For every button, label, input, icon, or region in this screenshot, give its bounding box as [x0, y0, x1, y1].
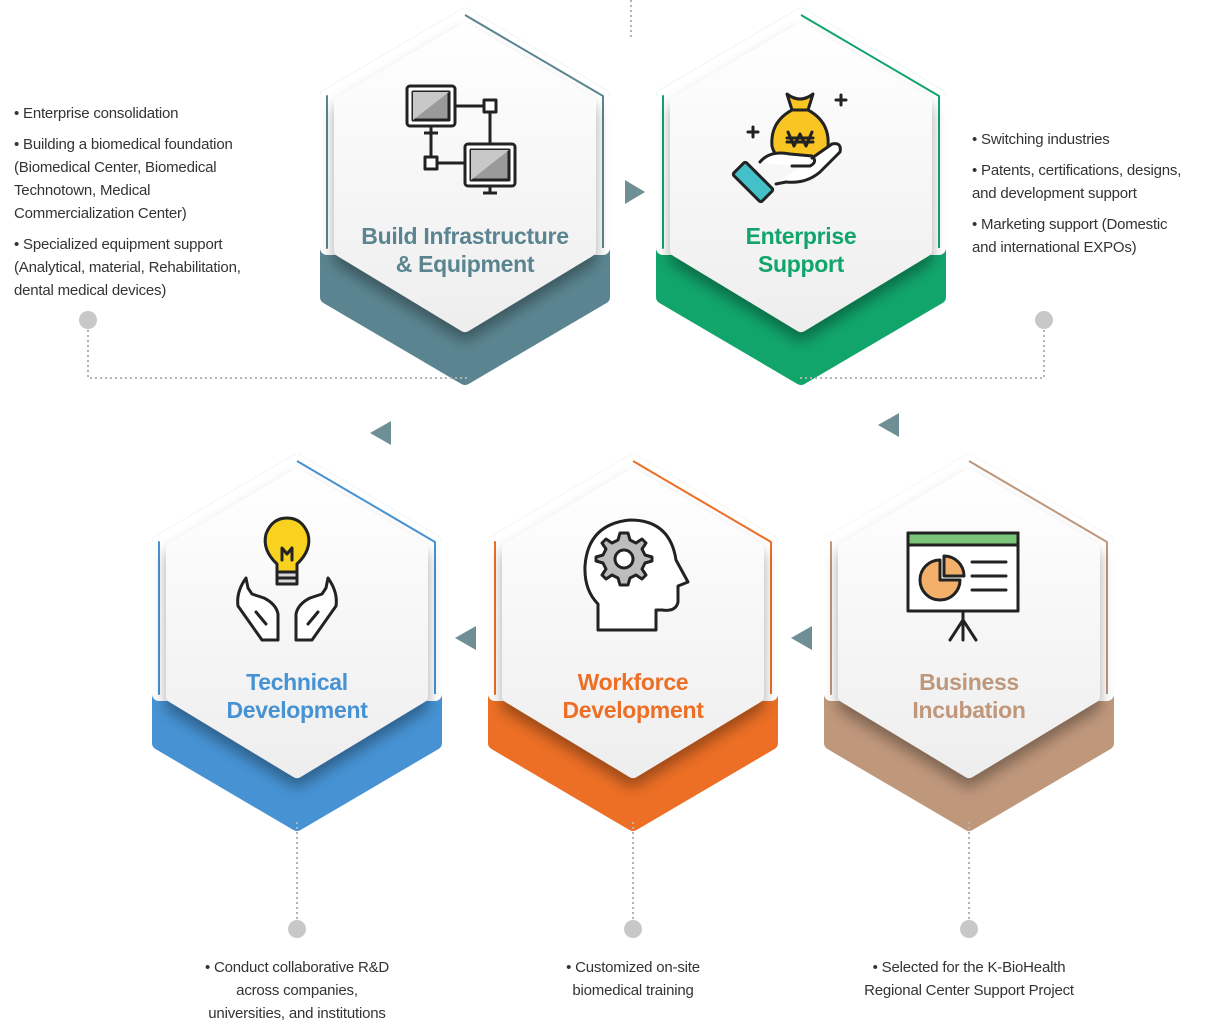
title-line: Development: [562, 697, 704, 723]
notes-enterprise-support: • Switching industries • Patents, certif…: [972, 128, 1208, 259]
title-line: Development: [226, 697, 368, 723]
notes-workforce-development: • Customized on-site biomedical training: [523, 956, 743, 1002]
flow-arrow-left: [455, 626, 476, 650]
hexagon-outline: [494, 460, 772, 695]
title-line: Business: [919, 669, 1019, 695]
note-item: • Specialized equipment support (Analyti…: [14, 236, 241, 299]
hexagon-build-infrastructure: [320, 8, 610, 385]
connector-dot: [624, 920, 642, 938]
title-line: Build Infrastructure: [361, 223, 569, 249]
hexagon-business-incubation: [824, 454, 1114, 831]
flow-arrow-left: [370, 421, 391, 445]
flow-arrow-left: [791, 626, 812, 650]
title-workforce-development: Workforce Development: [513, 668, 753, 724]
note-item: • Building a biomedical foundation (Biom…: [14, 136, 233, 222]
title-line: Technical: [246, 669, 348, 695]
head-gear-icon: [583, 518, 690, 632]
title-line: Support: [757, 251, 845, 277]
hexagon-outline: [158, 460, 436, 695]
note-item: • Patents, certifications, designs, and …: [972, 162, 1182, 202]
note-item: • Selected for the K-BioHealth Regional …: [864, 959, 1074, 999]
title-enterprise-support: Enterprise Support: [681, 222, 921, 278]
title-build-infrastructure: Build Infrastructure & Equipment: [345, 222, 585, 278]
note-item: • Enterprise consolidation: [14, 105, 179, 122]
hexagon-technical-development: [152, 454, 442, 831]
hexagon-workforce-development: [488, 454, 778, 831]
title-line: Enterprise: [745, 223, 857, 249]
notes-technical-development: • Conduct collaborative R&D across compa…: [167, 956, 427, 1025]
note-item: • Marketing support (Domestic and intern…: [972, 216, 1168, 256]
connector-dot: [79, 311, 97, 329]
title-line: Workforce: [577, 669, 689, 695]
money-bag-hand-icon: [731, 92, 848, 204]
connector-dot: [960, 920, 978, 938]
flow-arrow-right: [625, 180, 645, 204]
hexagon-enterprise-support: [656, 8, 946, 385]
lightbulb-hands-icon: [236, 516, 338, 642]
hexagon-outline: [662, 14, 940, 249]
networked-computers-icon: [405, 84, 517, 195]
notes-business-incubation: • Selected for the K-BioHealth Regional …: [834, 956, 1104, 1002]
note-item: • Conduct collaborative R&D across compa…: [204, 959, 390, 1022]
connector-enterprise: [798, 330, 1045, 379]
flow-arrow-left: [878, 413, 899, 437]
notes-build-infrastructure: • Enterprise consolidation • Building a …: [14, 102, 314, 302]
title-line: & Equipment: [395, 251, 535, 277]
connector-dot: [1035, 311, 1053, 329]
hexagon-outline: [326, 14, 604, 249]
connector-infrastructure: [87, 330, 467, 379]
presentation-board-icon: [906, 531, 1020, 642]
title-technical-development: Technical Development: [177, 668, 417, 724]
note-item: • Customized on-site biomedical training: [566, 959, 700, 999]
connector-dot: [288, 920, 306, 938]
note-item: • Switching industries: [972, 131, 1110, 148]
hexagon-outline: [830, 460, 1108, 695]
title-business-incubation: Business Incubation: [849, 668, 1089, 724]
title-line: Incubation: [912, 697, 1026, 723]
